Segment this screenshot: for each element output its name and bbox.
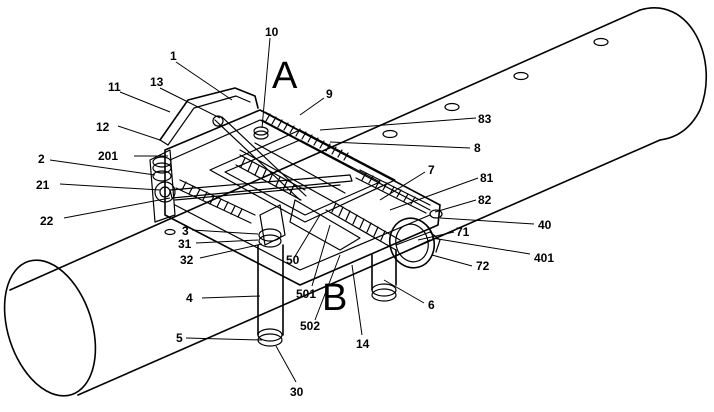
pipe [3, 7, 708, 397]
label-1: 1 [170, 49, 177, 63]
lever-13 [214, 116, 307, 201]
label-14: 14 [356, 337, 370, 351]
label-7: 7 [428, 163, 435, 177]
label-81: 81 [480, 171, 494, 185]
linkage-arms [169, 115, 353, 201]
label-2: 2 [38, 152, 45, 166]
ring-40 [388, 217, 436, 269]
pipe-far-end [639, 7, 708, 141]
pipe-hole [444, 102, 460, 112]
label-13: 13 [150, 75, 164, 89]
pipe-bottom-edge [77, 139, 661, 396]
reference-labels: 1 10 13 11 9 12 83 201 8 2 7 21 81 82 22… [36, 25, 554, 399]
right-leg [371, 249, 397, 302]
bearing-21 [154, 181, 176, 203]
threaded-rod-top [261, 111, 356, 169]
label-5: 5 [176, 331, 183, 345]
label-6: 6 [428, 298, 435, 312]
label-11: 11 [108, 80, 121, 94]
pipe-hole [513, 71, 529, 81]
top-plate [209, 129, 396, 223]
handle [159, 87, 259, 146]
label-502: 502 [300, 319, 320, 333]
section-mark-b: B [322, 277, 347, 319]
label-401: 401 [534, 251, 554, 265]
ring-assembly [388, 217, 441, 269]
label-82: 82 [478, 193, 492, 207]
pipe-hole [593, 37, 609, 47]
label-21: 21 [36, 178, 50, 192]
leader-lines [49, 37, 535, 383]
label-501: 501 [296, 287, 316, 301]
label-50: 50 [286, 253, 300, 267]
support-column-right [371, 249, 397, 291]
label-22: 22 [40, 214, 54, 228]
linkage-arm-upper [169, 174, 353, 199]
label-31: 31 [178, 237, 192, 251]
bolt-10 [253, 126, 269, 136]
slider-plate [289, 199, 361, 251]
label-12: 12 [96, 120, 110, 134]
roller-3 [258, 228, 282, 242]
label-83: 83 [478, 112, 492, 126]
label-30: 30 [290, 385, 304, 399]
roller-leg [257, 228, 284, 347]
section-mark-a: A [272, 55, 298, 97]
label-9: 9 [326, 87, 333, 101]
label-72: 72 [476, 259, 490, 273]
label-10: 10 [265, 25, 279, 39]
label-4: 4 [186, 291, 193, 305]
nuts [152, 126, 443, 219]
label-40: 40 [538, 218, 552, 232]
support-column-4 [257, 244, 284, 336]
label-71: 71 [456, 225, 470, 239]
label-201: 201 [98, 149, 118, 163]
pipe-hole [164, 228, 176, 236]
label-8: 8 [474, 141, 481, 155]
pipe-top-edge [9, 9, 641, 291]
label-3: 3 [182, 224, 189, 238]
threaded-rod-lower [325, 199, 401, 251]
label-32: 32 [180, 253, 194, 267]
pipe-hole [382, 129, 398, 139]
pipe-near-end-opening [3, 259, 97, 397]
